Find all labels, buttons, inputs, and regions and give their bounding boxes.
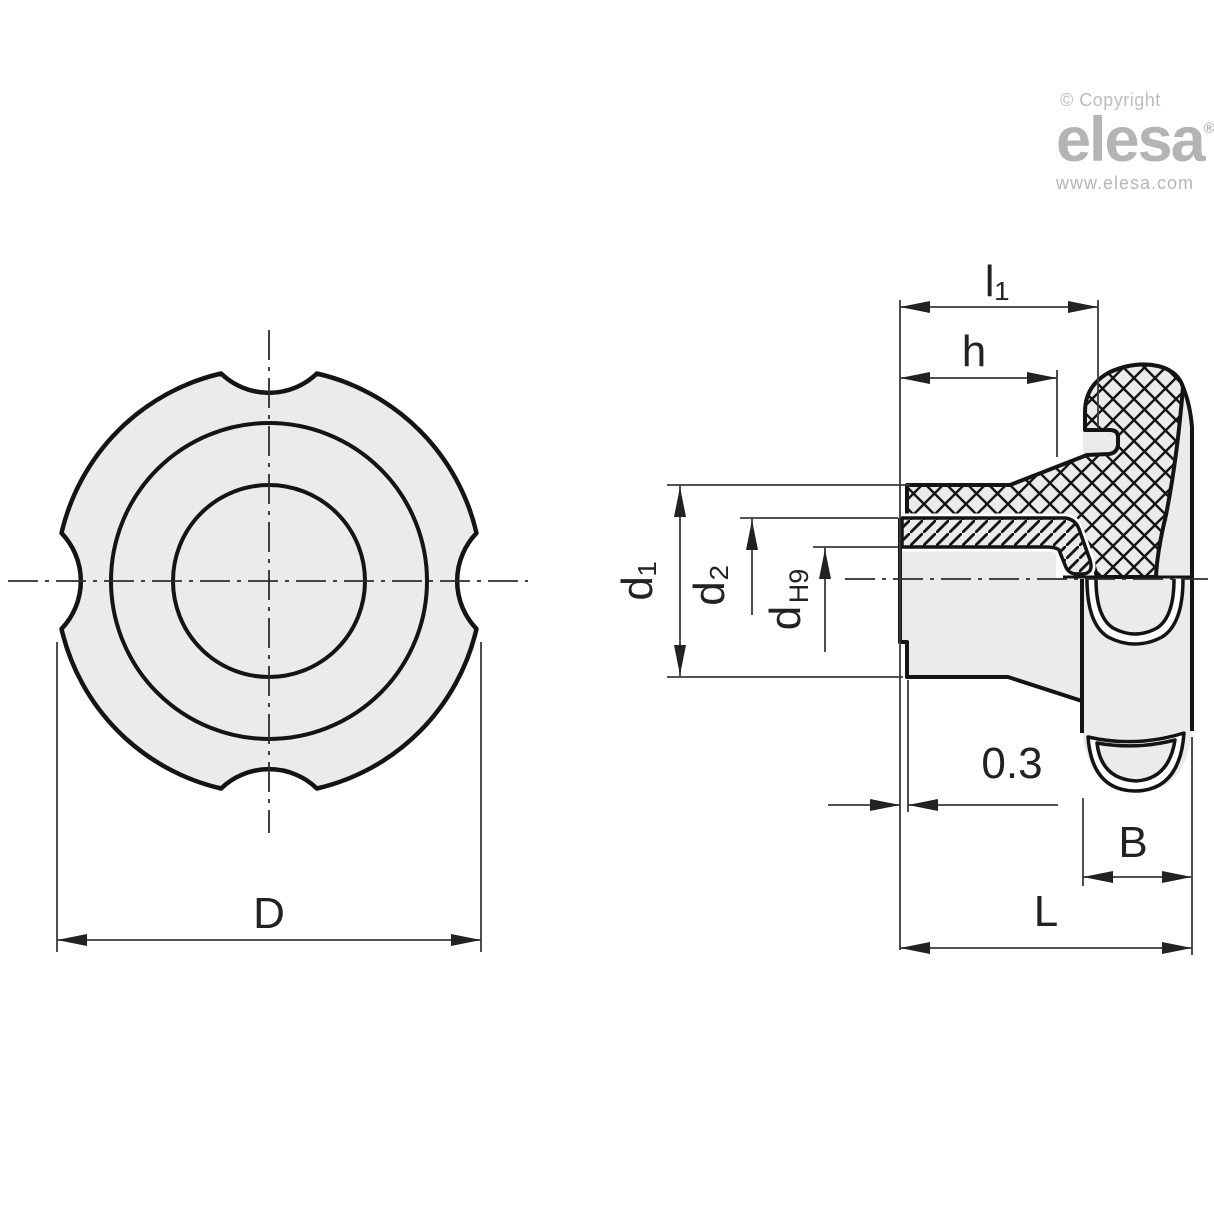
arrowhead <box>870 799 900 811</box>
label-l1: l₁ <box>985 257 1010 306</box>
registered-mark: ® <box>1203 120 1214 137</box>
hub-elevation <box>900 579 1082 701</box>
front-view: D <box>8 330 528 952</box>
label-d-bore: d <box>761 606 810 630</box>
arrowheads <box>674 301 1192 954</box>
label-protrusion: 0.3 <box>981 739 1042 788</box>
label-L: L <box>1034 887 1058 936</box>
insert-section <box>897 513 1096 579</box>
arrowhead <box>1162 871 1192 883</box>
copyright-text: © Copyright <box>1060 90 1161 110</box>
lobe-recess-lower-inner <box>1095 738 1177 783</box>
arrowhead <box>819 549 831 579</box>
arrowhead <box>1162 942 1192 954</box>
arrowhead <box>1083 871 1113 883</box>
arrowhead <box>674 487 686 517</box>
arrowhead <box>451 934 481 946</box>
elesa-logo: elesa® <box>1056 109 1214 172</box>
arrowhead <box>1027 372 1057 384</box>
arrowhead <box>57 934 87 946</box>
lobe-right-silhouette <box>1181 386 1194 731</box>
label-d2: d₂ <box>685 564 734 606</box>
label-D: D <box>253 889 285 938</box>
dimension-D <box>56 642 482 952</box>
label-B: B <box>1118 818 1147 867</box>
lobe-unsectioned-surface <box>1156 387 1192 577</box>
arrowhead <box>908 799 938 811</box>
side-view: l₁ h d₁ d₂ d H9 0.3 B L <box>613 257 1208 955</box>
arrowhead <box>746 520 758 550</box>
label-d-bore-tolerance: H9 <box>784 569 814 604</box>
website-link[interactable]: www.elesa.com <box>1056 172 1195 193</box>
arrowhead <box>1068 301 1098 313</box>
label-d1: d₁ <box>613 561 662 600</box>
label-h: h <box>962 327 986 376</box>
arrowhead <box>900 942 930 954</box>
arrowhead <box>674 645 686 675</box>
lobe-recess-upper-inner <box>1094 578 1176 636</box>
brand-block: © Copyright elesa® www.elesa.com <box>1056 90 1214 194</box>
logo-text: elesa <box>1056 105 1206 175</box>
arrowhead <box>900 372 930 384</box>
arrowhead <box>900 301 930 313</box>
insert-section-hatch <box>900 516 1093 576</box>
bore-surface <box>902 547 1056 579</box>
